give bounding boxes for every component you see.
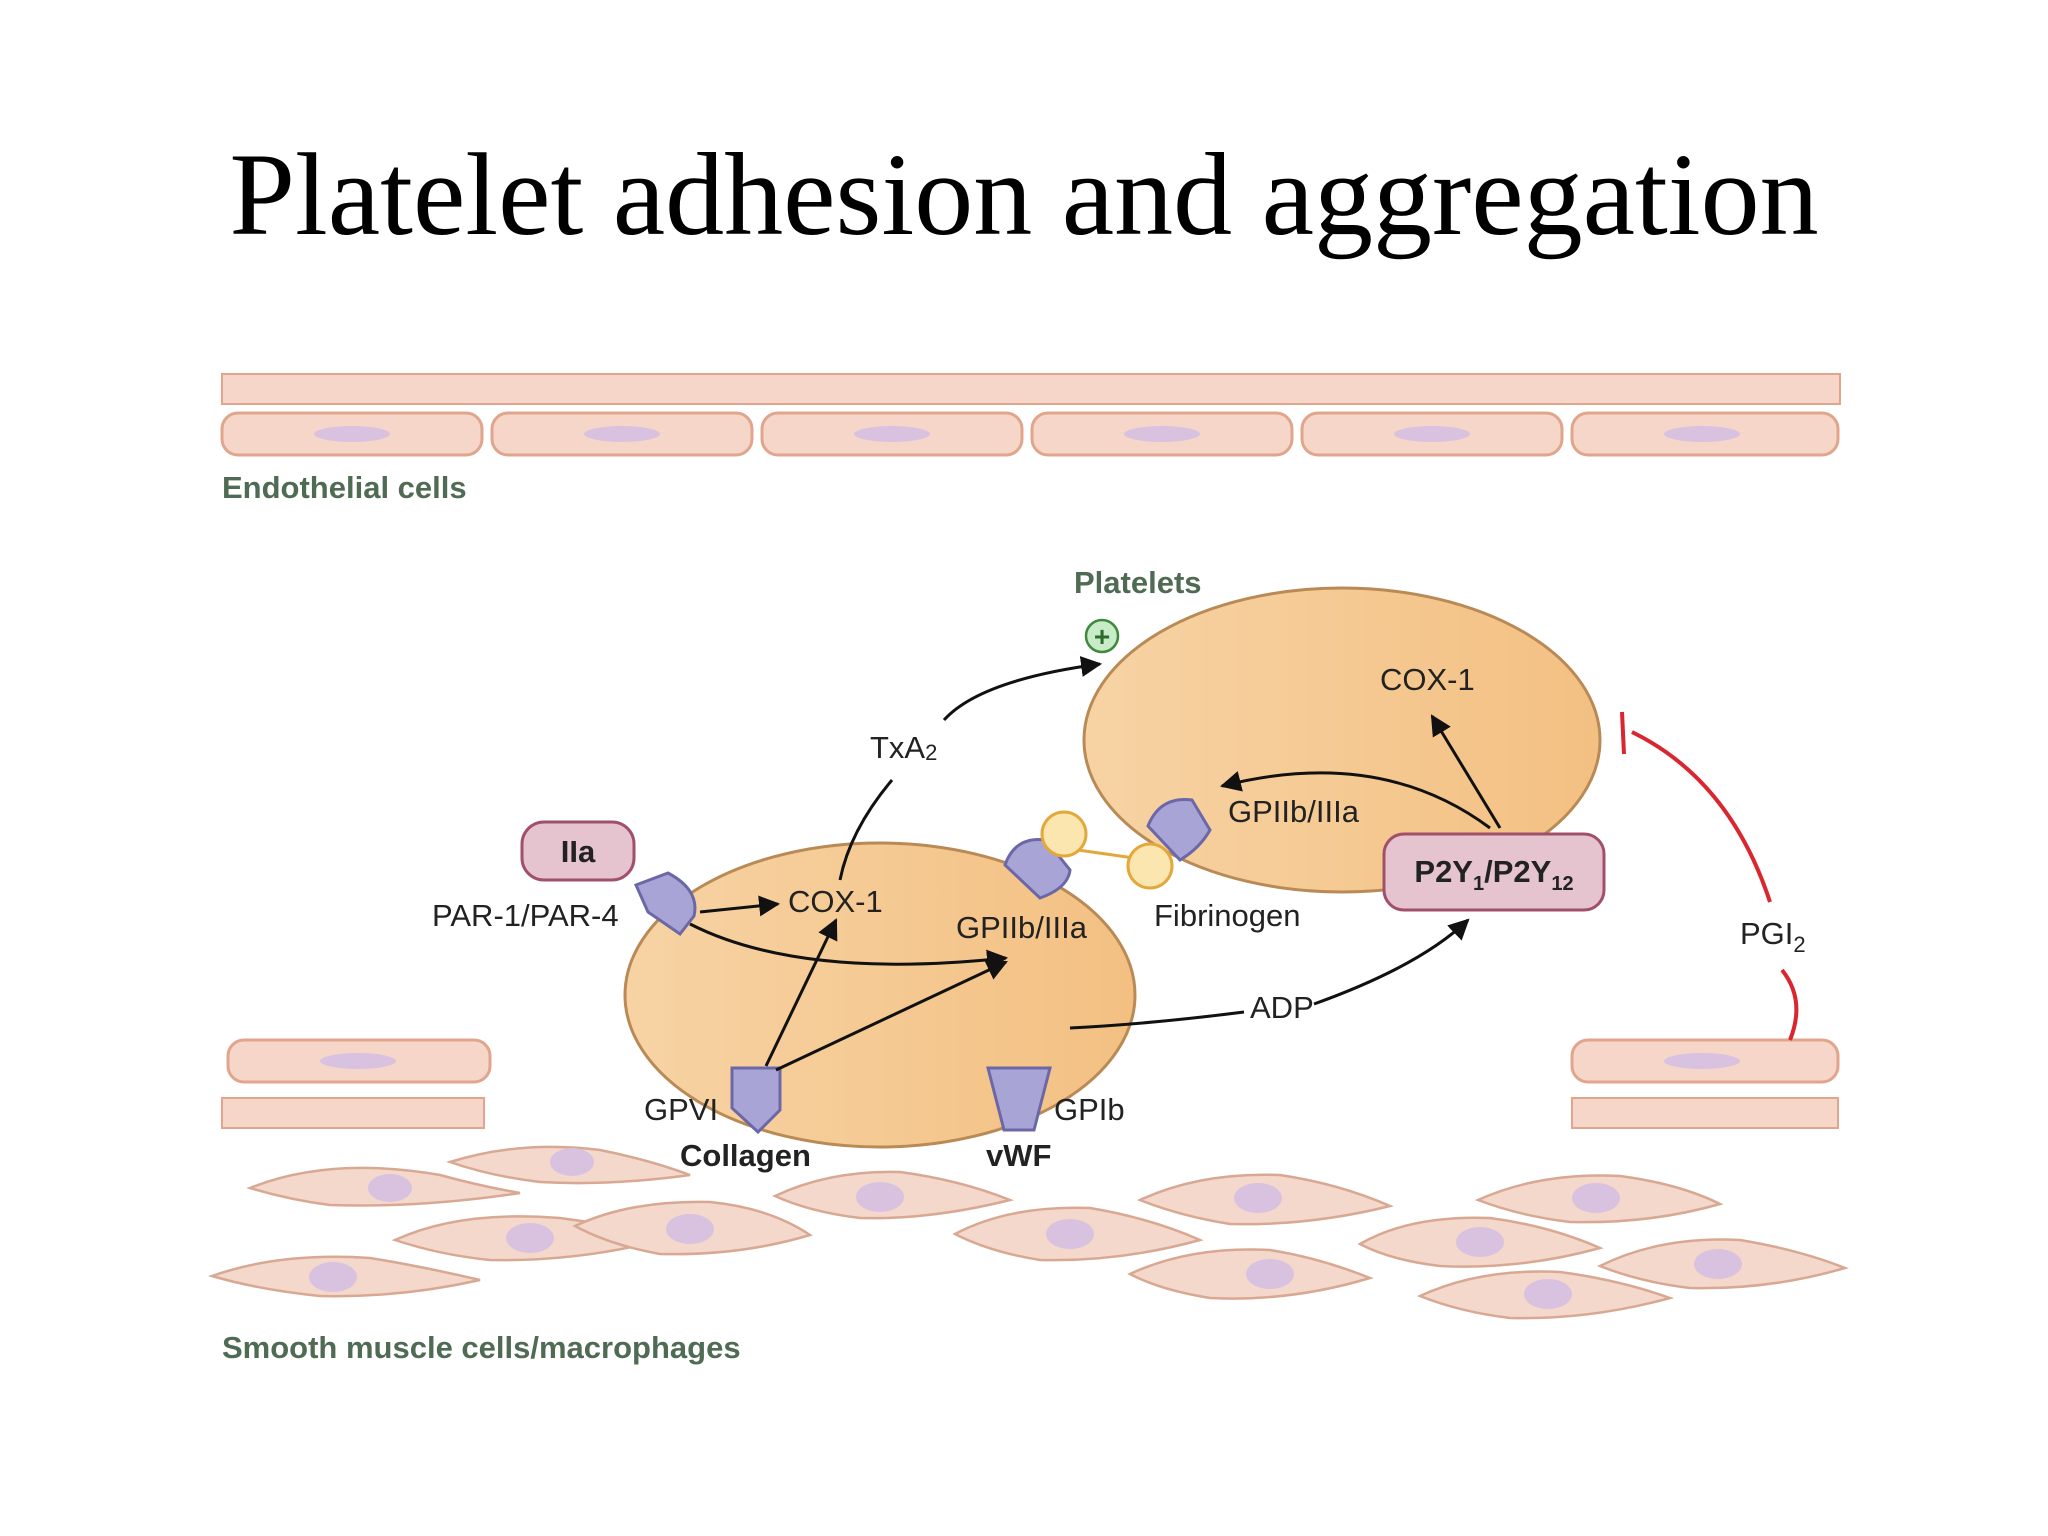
- nucleus: [1394, 426, 1470, 442]
- svg-text:+: +: [1094, 621, 1110, 652]
- thrombin-label: IIa: [561, 834, 596, 869]
- nucleus: [1246, 1259, 1294, 1289]
- nucleus: [1124, 426, 1200, 442]
- nucleus: [1572, 1183, 1620, 1213]
- platelets-label: Platelets: [1074, 565, 1202, 600]
- pathway-arrows: [689, 656, 1502, 1072]
- endothelial-label: Endothelial cells: [222, 470, 467, 505]
- fibrinogen-molecule: [1040, 810, 1174, 890]
- endothelial-cell-row: [220, 411, 1840, 457]
- gpvi-receptor: [730, 1066, 782, 1135]
- endothelial-band: [221, 1097, 485, 1129]
- p2y-label: P2Y1/P2Y12: [1414, 854, 1573, 895]
- nucleus: [550, 1148, 594, 1176]
- collagen-to-cox-arrow: [764, 918, 838, 1067]
- p2y-to-cox-arrow: [1430, 714, 1502, 829]
- nucleus: [1456, 1227, 1504, 1257]
- par-receptor: [633, 871, 697, 937]
- txa2-label: TxA2: [870, 730, 937, 765]
- cox-lower-label: COX-1: [788, 884, 883, 919]
- nucleus: [506, 1223, 554, 1253]
- vwf-label: vWF: [986, 1138, 1051, 1173]
- nucleus: [856, 1182, 904, 1212]
- collagen-to-gp-arrow: [775, 960, 1008, 1072]
- nucleus: [666, 1214, 714, 1244]
- endothelial-band: [1571, 1097, 1839, 1129]
- gpib-label: GPIb: [1054, 1092, 1125, 1127]
- pgi2-inhibition: [1620, 711, 1799, 1041]
- cox-upper-label: COX-1: [1380, 662, 1475, 697]
- p2y-to-gp-arrow: [1219, 771, 1491, 830]
- endothelial-band: [221, 373, 1841, 405]
- nucleus: [1694, 1249, 1742, 1279]
- nucleus: [314, 426, 390, 442]
- nucleus: [854, 426, 930, 442]
- gpiib-receptor-upper: [1146, 798, 1212, 862]
- adp-line: [1069, 1010, 1245, 1030]
- plus-icon: +: [1084, 618, 1120, 654]
- gp-upper-label: GPIIb/IIIa: [1228, 794, 1360, 829]
- nucleus: [1046, 1219, 1094, 1249]
- nucleus: [368, 1174, 412, 1202]
- adp-to-p2y-arrow: [1313, 918, 1470, 1006]
- txa2-to-platelets-arrow: [942, 656, 1103, 722]
- slide-title: Platelet adhesion and aggregation: [229, 129, 1819, 260]
- thrombin-box: [520, 820, 636, 882]
- par-label: PAR-1/PAR-4: [432, 898, 619, 933]
- nucleus: [584, 426, 660, 442]
- nucleus: [1524, 1279, 1572, 1309]
- gp-lower-label: GPIIb/IIIa: [956, 910, 1088, 945]
- pgi2-label: PGI2: [1740, 916, 1806, 957]
- nucleus: [320, 1053, 396, 1069]
- collagen-label: Collagen: [680, 1138, 811, 1173]
- smooth-muscle-layer: [207, 1145, 1849, 1320]
- par-to-gp-arrow: [689, 922, 1009, 971]
- nucleus: [1234, 1183, 1282, 1213]
- p2y-box: [1382, 832, 1606, 912]
- cox-to-txa2-line: [838, 779, 894, 881]
- gpib-receptor: [986, 1066, 1052, 1132]
- nucleus: [1664, 1053, 1740, 1069]
- par-to-cox-arrow: [699, 895, 781, 917]
- adp-label: ADP: [1250, 990, 1314, 1025]
- nucleus: [309, 1262, 357, 1292]
- fibrinogen-label: Fibrinogen: [1154, 898, 1300, 933]
- nucleus: [1664, 426, 1740, 442]
- smooth-muscle-label: Smooth muscle cells/macrophages: [222, 1330, 741, 1365]
- gpvi-label: GPVI: [644, 1092, 718, 1127]
